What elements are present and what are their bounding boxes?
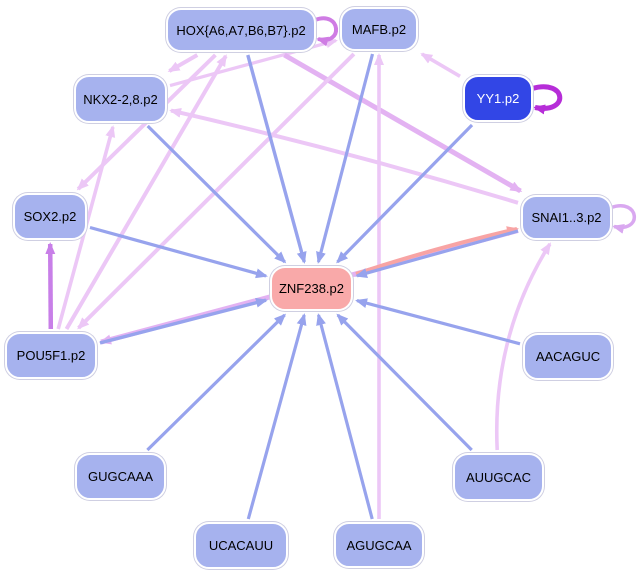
node-auugcac[interactable]: AUUGCAC — [453, 453, 544, 501]
node-hox[interactable]: HOX{A6,A7,B6,B7}.p2 — [166, 8, 316, 52]
edge-pou-sox2 — [45, 242, 56, 330]
edge-mafb-znf — [316, 53, 375, 264]
edge-nkx-znf — [146, 124, 287, 264]
edge-yy1-znf — [336, 123, 474, 264]
node-sox2[interactable]: SOX2.p2 — [13, 193, 87, 240]
node-znf[interactable]: ZNF238.p2 — [270, 266, 353, 311]
node-mafb[interactable]: MAFB.p2 — [340, 7, 418, 51]
edge-pou-znf — [99, 297, 268, 345]
edge-aacaguc-znf — [355, 298, 521, 346]
edge-yy1-mafb — [420, 52, 461, 78]
self-loop-snai — [610, 204, 636, 234]
node-agugcaa[interactable]: AGUGCAA — [334, 522, 424, 568]
edge-snai-znf — [355, 229, 519, 278]
edge-hox-znf — [246, 54, 307, 264]
node-yy1[interactable]: YY1.p2 — [463, 75, 533, 122]
self-loop-hox — [314, 16, 338, 47]
node-pou[interactable]: POU5F1.p2 — [5, 332, 97, 379]
node-gugcaaa[interactable]: GUGCAAA — [75, 453, 166, 500]
node-snai[interactable]: SNAI1..3.p2 — [521, 195, 612, 240]
edge-gugcaaa-znf — [146, 313, 287, 452]
edge-hox-nkx — [167, 53, 199, 73]
edge-auugcac-znf — [336, 313, 473, 452]
edge-agugcaa-znf — [316, 313, 374, 520]
node-aacaguc[interactable]: AACAGUC — [523, 333, 613, 380]
node-nkx[interactable]: NKX2-2,8.p2 — [74, 75, 167, 123]
node-ucacauu[interactable]: UCACAUU — [194, 522, 288, 569]
edge-sox2-znf — [89, 225, 268, 279]
self-loop-yy1 — [531, 84, 563, 115]
edge-hox-snai — [283, 52, 523, 194]
edge-pou-hox — [64, 54, 228, 331]
edge-znf-snai — [355, 226, 519, 276]
edge-ucacauu-znf — [246, 313, 307, 520]
